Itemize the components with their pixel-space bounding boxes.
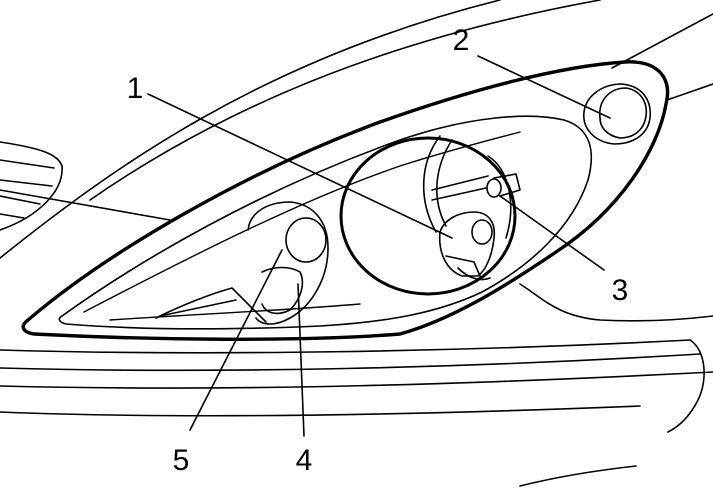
main-lamp [339,136,517,296]
side-marker-bulb [599,87,648,139]
main-bulb-tip [471,219,493,245]
leader-line-2 [477,55,611,119]
small-bulb-stem [493,173,521,197]
callout-5: 5 [173,444,190,477]
reflector-line [431,175,489,191]
main-bulb-base [445,255,481,277]
vent-slat-1 [0,159,55,169]
hood-edge-outer [0,0,501,259]
hood-edge-inner [89,0,601,201]
bumper-corner [667,339,705,433]
main-bulb-socket [457,267,491,281]
leader-line-3 [499,195,605,271]
callout-4: 4 [296,444,313,477]
fender-line-lower [666,83,713,101]
bumper-lip [519,465,637,487]
leader-line-4 [297,283,305,437]
main-bulb [438,211,496,277]
leader-line-5 [189,249,283,431]
callout-2: 2 [453,24,470,57]
body-line-left [0,189,171,221]
leader-line-1 [147,93,453,239]
callout-1: 1 [127,72,144,105]
bumper-line-1 [0,339,691,354]
fender-line-upper [611,13,713,69]
callout-3: 3 [612,274,629,307]
vent-top [0,141,63,167]
lens-inner-outline [58,115,593,330]
inner-arc [487,155,512,239]
bumper-line-2 [0,353,701,372]
vent-slat-3 [0,195,41,205]
main-lamp-internals [422,135,521,281]
bulb-holder-arc [422,135,441,233]
reflector-line-2 [431,187,487,201]
reflector-band [83,131,521,313]
lower-reflector-inner [159,299,237,317]
side-marker-lamp [583,83,651,145]
bumper-line-3 [0,371,713,389]
lower-lamp-housing [247,201,329,325]
bulb-socket-4 [261,266,304,315]
turn-signal-bulb [285,217,327,263]
main-lamp-ring [339,136,517,296]
lower-lamp-cluster [155,201,329,325]
callout-labels: 1 2 3 4 5 [127,24,629,477]
headlight-housing [21,60,670,341]
lower-reflector [155,287,267,323]
side-marker-housing [583,83,651,145]
small-bulb [486,178,502,198]
vent-curve [0,165,63,231]
housing-outline [21,60,670,341]
bumper-line-4 [0,405,641,417]
bulb-holder-arc-2 [436,139,453,227]
body-crease [519,283,713,322]
reflector-band-lower [109,303,361,321]
leader-lines [147,55,611,437]
vent-slat-2 [0,179,53,187]
vent-slat-4 [0,213,25,219]
